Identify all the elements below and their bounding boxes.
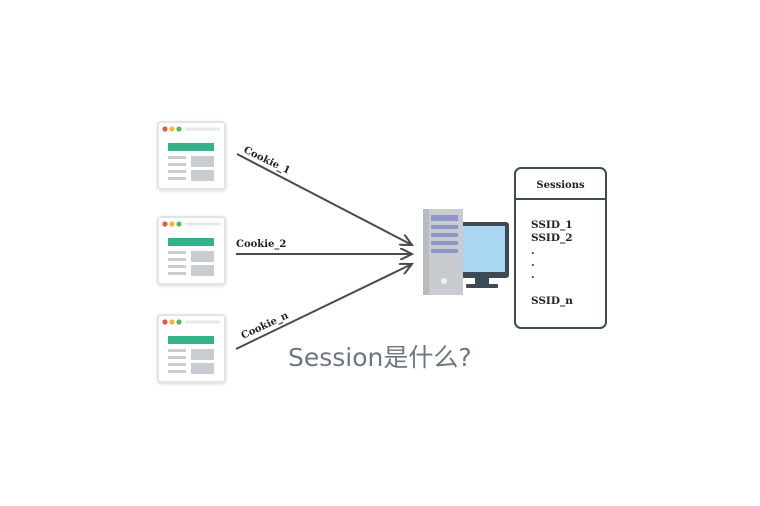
cookie-label-2: Cookie_2 bbox=[236, 239, 286, 250]
browser-window-3 bbox=[157, 314, 226, 383]
session-ellipsis-1: . bbox=[531, 245, 535, 257]
diagram-caption: Session是什么? bbox=[288, 343, 472, 372]
session-item-n: SSID_n bbox=[531, 295, 573, 308]
session-ellipsis-3: . bbox=[531, 269, 535, 281]
window-minimize-dot bbox=[169, 221, 175, 227]
window-close-dot bbox=[162, 221, 168, 227]
browser-window-2 bbox=[157, 216, 226, 285]
window-minimize-dot bbox=[169, 126, 175, 132]
window-close-dot bbox=[162, 319, 168, 325]
browser-window-1 bbox=[157, 121, 226, 190]
arrow-cookie-n bbox=[235, 264, 412, 350]
server-computer-icon bbox=[423, 209, 509, 295]
window-close-dot bbox=[162, 126, 168, 132]
session-item-2: SSID_2 bbox=[531, 232, 573, 245]
window-maximize-dot bbox=[176, 221, 182, 227]
sessions-title: Sessions bbox=[536, 180, 585, 191]
window-maximize-dot bbox=[176, 126, 182, 132]
sessions-box: Sessions SSID_1 SSID_2 . . . SSID_n bbox=[514, 167, 607, 329]
window-minimize-dot bbox=[169, 319, 175, 325]
session-ellipsis-2: . bbox=[531, 257, 535, 269]
window-maximize-dot bbox=[176, 319, 182, 325]
session-item-1: SSID_1 bbox=[531, 219, 573, 232]
arrow-cookie-1 bbox=[236, 153, 412, 245]
